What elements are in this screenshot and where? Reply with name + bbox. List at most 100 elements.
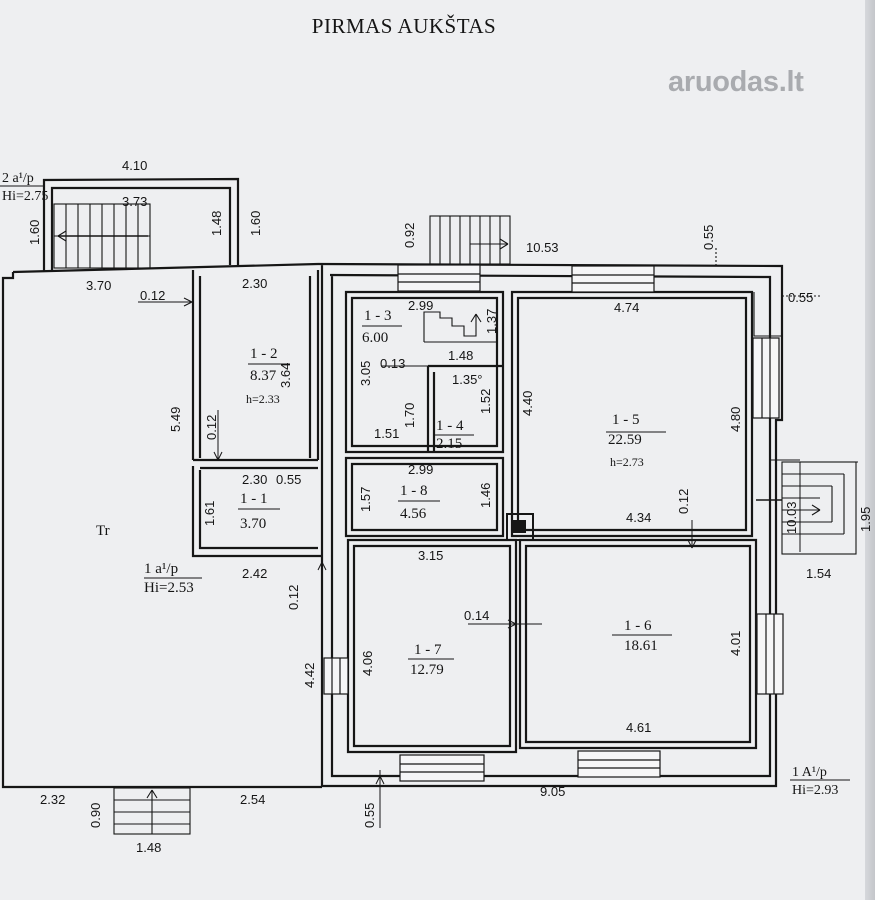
zone-tr-label: Tr — [96, 523, 110, 539]
dim-1-57: 1.57 — [358, 487, 373, 512]
zone-annex2-height: Hi=2.75 — [2, 189, 48, 204]
room-1-7-id: 1 - 7 — [414, 642, 442, 658]
room-1-2-height: h=2.33 — [246, 392, 280, 406]
dim-2-99-b: 2.99 — [408, 462, 433, 477]
dim-0-14: 0.14 — [464, 608, 489, 623]
zone-underlines — [0, 185, 850, 781]
dim-1-61: 1.61 — [202, 501, 217, 526]
dim-0-13: 0.13 — [380, 356, 405, 371]
dim-4-61: 4.61 — [626, 720, 651, 735]
dim-1-35: 1.35° — [452, 372, 483, 387]
dim-1-52: 1.52 — [478, 389, 493, 414]
room-1-3-id: 1 - 3 — [364, 308, 392, 324]
dim-1-37: 1.37 — [484, 309, 499, 334]
room-1-4-area: 2.15 — [436, 436, 462, 452]
room-1-7-area: 12.79 — [410, 662, 444, 678]
dim-4-42: 4.42 — [302, 663, 317, 688]
room-1-2-inner — [198, 276, 312, 458]
room-1-6-inner — [524, 544, 752, 744]
dim-9-05: 9.05 — [540, 784, 565, 799]
dim-1-60-right: 1.60 — [248, 211, 263, 236]
dim-0-55-b: 0.55 — [701, 225, 716, 250]
plan-title: PIRMAS AUKŠTAS — [311, 14, 497, 38]
zone-main-code: 1 A¹/p — [792, 765, 827, 780]
chimney-fill — [513, 520, 526, 533]
room-1-7-inner — [352, 544, 512, 748]
room-1-8-wall — [344, 456, 505, 538]
east-porch-stair — [756, 461, 857, 555]
dim-2-30-a: 2.30 — [242, 276, 267, 291]
dim-4-06: 4.06 — [360, 651, 375, 676]
room-1-3-inner — [350, 296, 499, 448]
dim-4-34: 4.34 — [626, 510, 651, 525]
room-1-2-area: 8.37 — [250, 368, 277, 384]
page-edge — [865, 0, 875, 900]
dim-0-90: 0.90 — [88, 803, 103, 828]
window-south-2 — [577, 750, 661, 778]
room-1-8-area: 4.56 — [400, 506, 427, 522]
dimension-markers — [138, 297, 858, 828]
room-labels: 1 - 1 3.70 1 - 2 8.37 h=2.33 1 - 3 6.00 … — [2, 171, 838, 798]
dim-4-40: 4.40 — [520, 391, 535, 416]
dim-4-10: 4.10 — [122, 158, 147, 173]
stairs — [53, 203, 857, 835]
room-1-8-id: 1 - 8 — [400, 483, 428, 499]
windows — [323, 264, 784, 782]
walls — [1, 177, 784, 789]
dim-1-70: 1.70 — [402, 403, 417, 428]
room-1-5-height: h=2.73 — [610, 455, 644, 469]
room-1-1-wall — [191, 466, 322, 558]
room-1-3-area: 6.00 — [362, 330, 388, 346]
zone-annex1-height: Hi=2.53 — [144, 580, 194, 596]
interior-stair — [423, 311, 496, 343]
room-1-6-area: 18.61 — [624, 638, 658, 654]
dim-0-12-a: 0.12 — [140, 288, 165, 303]
dim-4-74: 4.74 — [614, 300, 639, 315]
dim-0-55-c: 0.55 — [788, 290, 813, 305]
window-north-2 — [571, 265, 655, 293]
dim-2-99-a: 2.99 — [408, 298, 433, 313]
watermark-logo: aruodas.lt — [668, 66, 804, 98]
dimension-labels: 4.10 3.73 1.60 1.48 1.60 3.70 0.12 2.30 … — [27, 158, 873, 855]
window-east-1 — [752, 337, 780, 419]
dim-1-60-left: 1.60 — [27, 220, 42, 245]
room-1-5-wall — [510, 290, 754, 538]
window-east-2 — [756, 613, 784, 695]
room-1-6-id: 1 - 6 — [624, 618, 652, 634]
chimney — [506, 513, 534, 541]
room-1-2-id: 1 - 2 — [250, 346, 278, 362]
dim-0-92: 0.92 — [402, 223, 417, 248]
dim-3-15: 3.15 — [418, 548, 443, 563]
dim-1-51: 1.51 — [374, 426, 399, 441]
dim-3-05: 3.05 — [358, 361, 373, 386]
dim-5-49: 5.49 — [168, 407, 183, 432]
dim-4-01: 4.01 — [728, 631, 743, 656]
room-1-5-inner — [516, 296, 748, 532]
dim-0-12-b: 0.12 — [204, 415, 219, 440]
annex-outline — [1, 272, 322, 789]
dim-0-55-a: 0.55 — [276, 472, 301, 487]
room-1-1-id: 1 - 1 — [240, 491, 268, 507]
room-1-5-area: 22.59 — [608, 432, 642, 448]
room-1-5-id: 1 - 5 — [612, 412, 640, 428]
dim-1-46: 1.46 — [478, 483, 493, 508]
south-annex-stair — [113, 787, 191, 835]
window-south-1 — [399, 754, 485, 782]
dim-2-32: 2.32 — [40, 792, 65, 807]
dim-0-55-d: 0.55 — [362, 803, 377, 828]
dim-3-70: 3.70 — [86, 278, 111, 293]
upper-annex-inner — [50, 186, 232, 270]
dim-1-48-mid: 1.48 — [448, 348, 473, 363]
room-1-4-id: 1 - 4 — [436, 418, 464, 434]
dim-4-80: 4.80 — [728, 407, 743, 432]
zone-annex1-code: 1 a¹/p — [144, 561, 178, 577]
room-1-1-area: 3.70 — [240, 516, 266, 532]
north-porch-stair — [429, 215, 511, 265]
dim-2-54: 2.54 — [240, 792, 265, 807]
corner-ledge — [654, 248, 820, 337]
dim-0-12-d: 0.12 — [676, 489, 691, 514]
zone-annex2-code: 2 a¹/p — [2, 171, 34, 186]
room-1-2-wall — [191, 270, 320, 462]
room-1-3-wall — [344, 290, 505, 454]
